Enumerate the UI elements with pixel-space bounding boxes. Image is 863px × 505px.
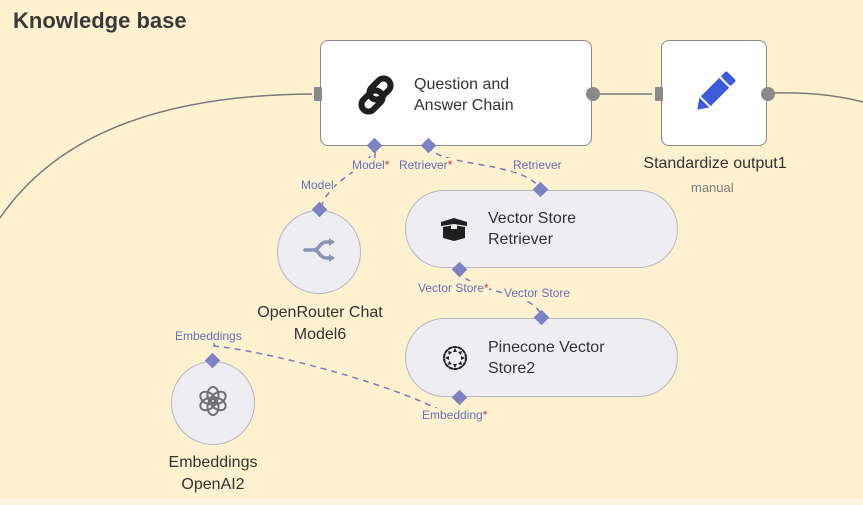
standardize-subtitle: manual [691,180,734,195]
embeddings-title: Embeddings OpenAI2 [133,452,293,496]
embedding-input-label: Embedding* [422,408,488,422]
model-output-label: Model [301,178,334,192]
standardize-input-handle[interactable] [655,87,663,101]
qa-chain-output-handle[interactable] [586,87,600,101]
embedding-wire [212,345,441,411]
canvas-title: Knowledge base [13,8,187,33]
pinecone-icon [440,343,470,378]
vector-store-retriever-title-line1: Vector Store [488,210,577,227]
openrouter-node[interactable] [277,210,361,294]
qa-chain-node[interactable]: Question and Answer Chain [320,40,592,146]
qa-chain-title-line2: Answer Chain [414,97,514,114]
vector-store-input-label: Vector Store* [418,281,489,295]
embeddings-title-line2: OpenAI2 [181,476,245,493]
canvas-bottom-band [0,498,863,505]
vector-store-output-label: Vector Store [504,286,571,300]
pencil-icon [690,67,740,122]
main-input-wire [0,93,313,219]
openrouter-icon [302,237,336,268]
embeddings-openai-node[interactable] [171,361,255,445]
embeddings-output-label: Embeddings [175,329,242,343]
standardize-output-handle[interactable] [761,87,775,101]
model-wire [319,145,375,211]
standardize-node[interactable] [661,40,767,146]
box-icon [439,216,469,247]
qa-chain-input-handle[interactable] [314,87,322,101]
pinecone-title-line2: Store2 [488,360,536,377]
vector-store-wire [458,269,542,317]
vector-store-retriever-title-line2: Retriever [488,231,553,248]
openrouter-title: OpenRouter Chat Model6 [230,302,410,346]
standardize-title: Standardize output1 [643,155,787,172]
retriever-port-label: Retriever* [399,158,453,172]
qa-chain-title-line1: Question and [414,76,510,93]
retriever-output-label: Retriever [513,158,562,172]
retriever-wire [427,145,541,189]
openai-icon [196,384,230,423]
pinecone-vector-store-node[interactable]: Pinecone Vector Store2 [405,318,678,397]
vector-store-retriever-node[interactable]: Vector Store Retriever [405,190,678,268]
standardize-output-wire [774,92,863,103]
pinecone-title-line1: Pinecone Vector [488,339,605,356]
openrouter-title-line2: Model6 [293,326,347,343]
embeddings-title-line1: Embeddings [168,454,258,471]
model-port-label: Model* [352,158,390,172]
openrouter-title-line1: OpenRouter Chat [257,304,383,321]
link-icon [355,73,399,122]
